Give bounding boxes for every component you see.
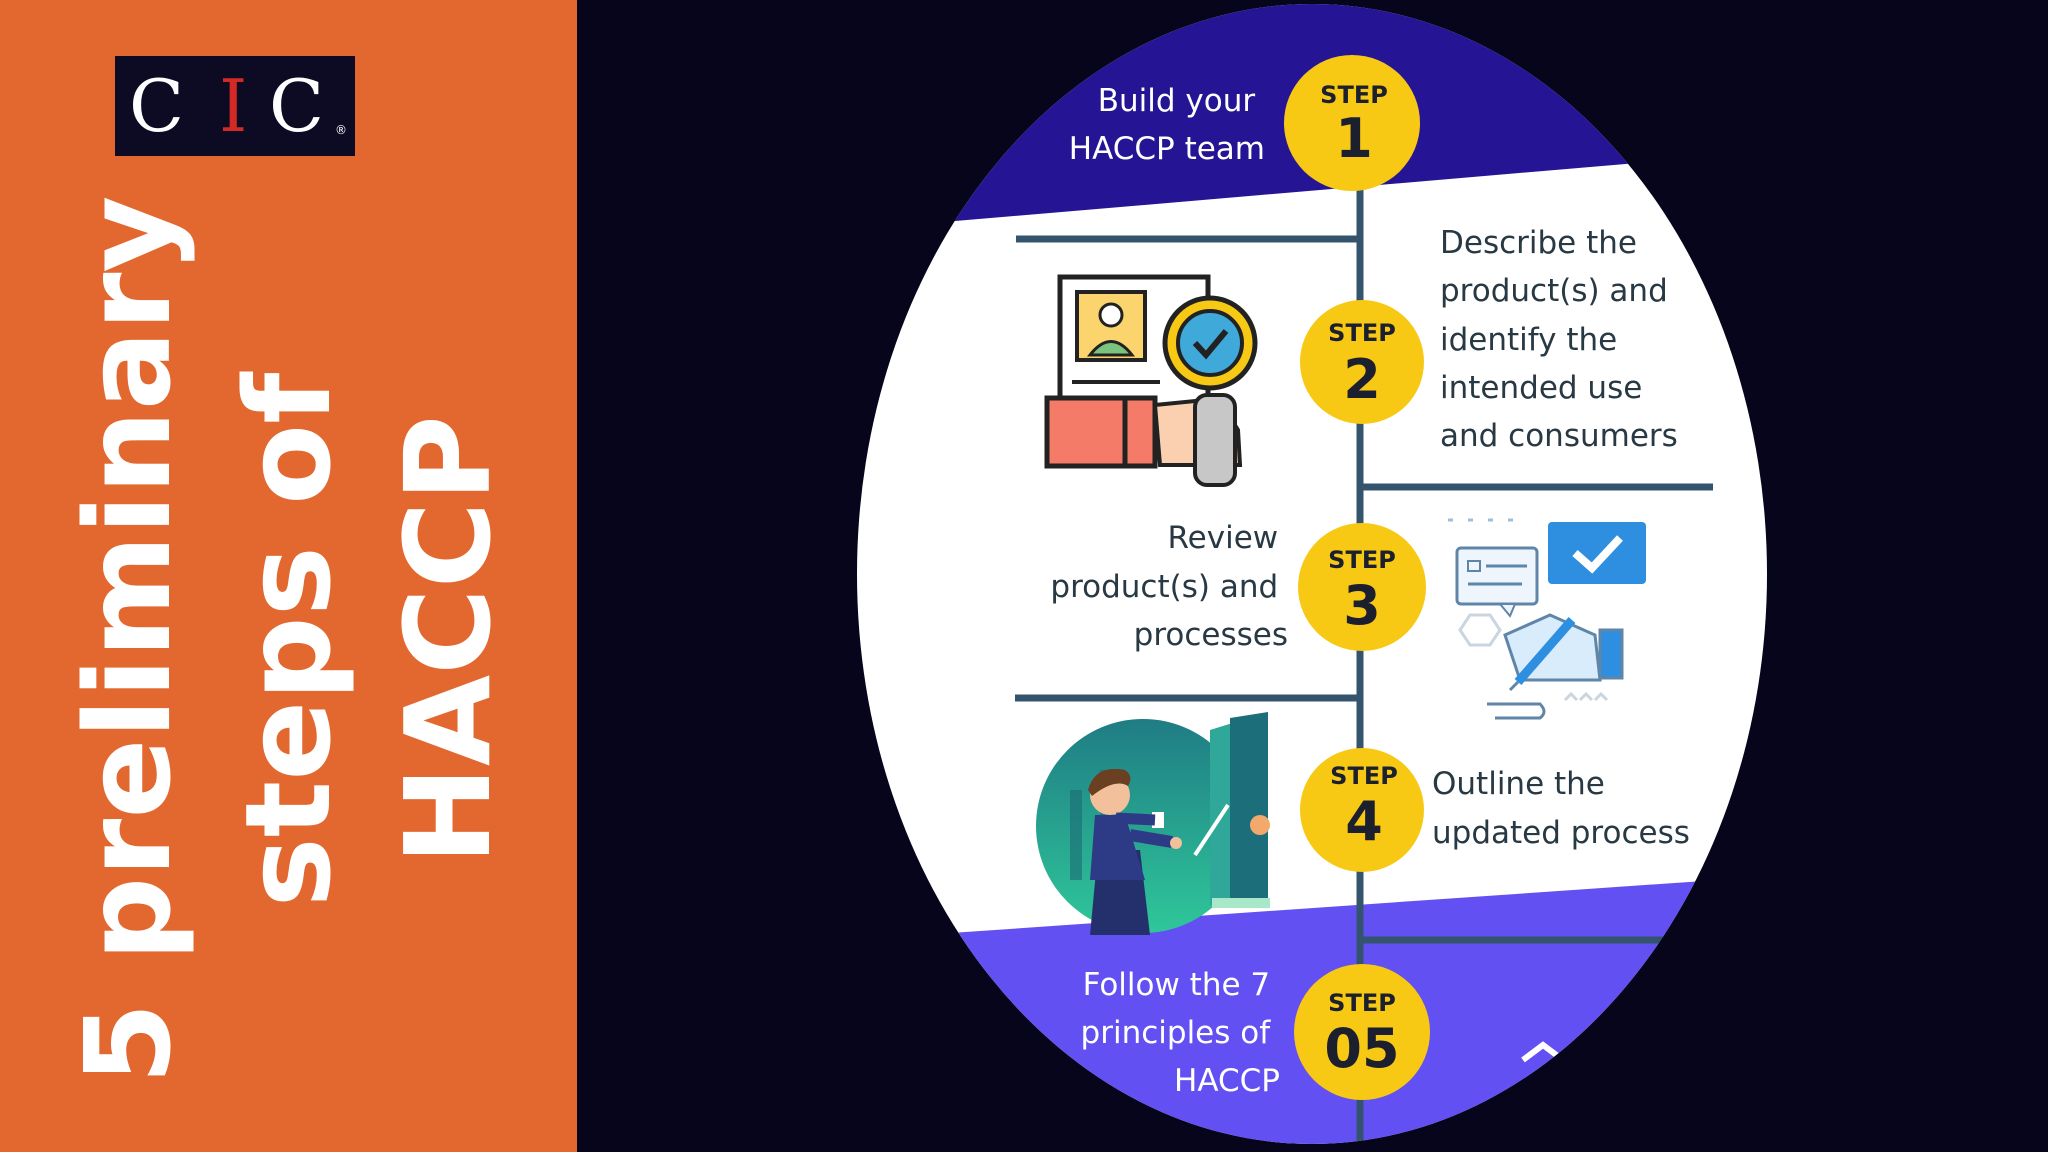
svg-text:3: 3 xyxy=(1343,574,1381,637)
step-3-text: Review product(s) and processes xyxy=(1050,520,1288,653)
step-2-badge: STEP 2 xyxy=(1300,300,1424,424)
document-magnifier-icon xyxy=(1044,274,1258,487)
checklist-hand-icon xyxy=(1448,518,1646,720)
step-4-badge: STEP 4 xyxy=(1300,748,1424,872)
step-3-badge: STEP 3 xyxy=(1298,523,1426,651)
logo-registered: ® xyxy=(335,123,347,137)
svg-text:2: 2 xyxy=(1343,348,1381,411)
logo-letter-i: I xyxy=(219,64,248,148)
presenter-illustration-icon xyxy=(1036,712,1270,935)
step-5-badge: STEP 05 xyxy=(1294,964,1430,1100)
svg-text:STEP: STEP xyxy=(1328,546,1396,574)
svg-text:4: 4 xyxy=(1345,790,1383,853)
svg-text:STEP: STEP xyxy=(1330,762,1398,790)
logo-letter-c1: C xyxy=(129,64,185,148)
step-1-text: Build your HACCP team xyxy=(1069,83,1265,167)
svg-text:STEP: STEP xyxy=(1320,81,1388,109)
svg-text:STEP: STEP xyxy=(1328,989,1396,1017)
step-5-text: Follow the 7 principles of HACCP xyxy=(1081,967,1280,1099)
step-4-text: Outline the updated process xyxy=(1432,766,1690,851)
svg-text:STEP: STEP xyxy=(1328,319,1396,347)
cic-logo: C I C ® xyxy=(115,56,355,156)
svg-text:05: 05 xyxy=(1324,1017,1399,1080)
step-1-badge: STEP 1 xyxy=(1284,55,1420,191)
left-panel: C I C ® 5 preliminary steps of HACCP xyxy=(0,0,577,1152)
step-texts: Build your HACCP team Describe the produ… xyxy=(1050,83,1690,1099)
step-2-text: Describe the product(s) and identify the… xyxy=(1440,225,1678,454)
logo-letter-c2: C xyxy=(269,64,325,148)
svg-text:1: 1 xyxy=(1335,107,1373,170)
